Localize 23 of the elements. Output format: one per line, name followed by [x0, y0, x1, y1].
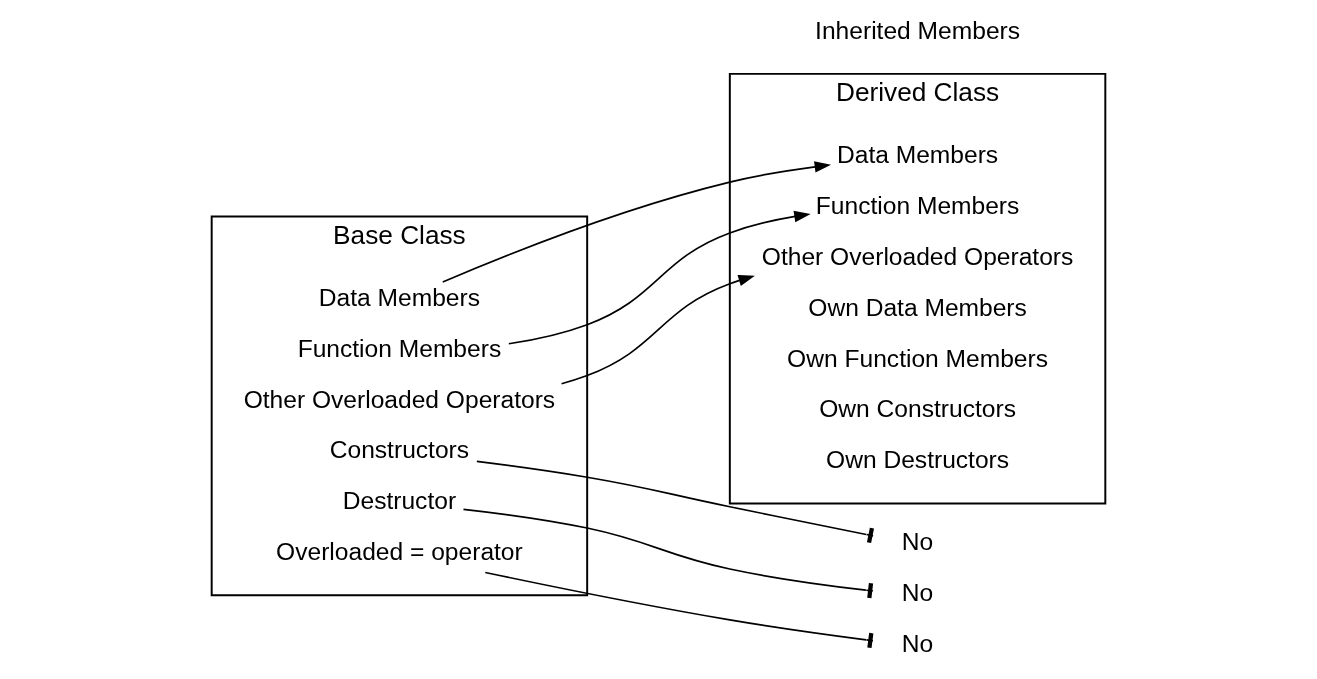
- node-text: No: [901, 528, 934, 556]
- node-text: Other Overloaded Operators: [243, 385, 556, 413]
- arrow: [560, 275, 755, 385]
- node-text: Function Members: [297, 334, 502, 362]
- node-text: Own Data Members: [808, 293, 1027, 321]
- node-text: Own Constructors: [819, 395, 1016, 423]
- node-text: Other Overloaded Operators: [761, 242, 1074, 270]
- node-text: Data Members: [318, 283, 481, 311]
- node-text: Overloaded = operator: [276, 538, 523, 566]
- arrow: [508, 210, 811, 345]
- arrow: [441, 161, 832, 283]
- connector: [462, 508, 874, 599]
- connector: [476, 460, 875, 543]
- node-text: Own Function Members: [787, 344, 1049, 372]
- node-text: Function Members: [815, 192, 1020, 220]
- label: Inherited Members: [815, 16, 1021, 44]
- node-text: Constructors: [329, 436, 470, 464]
- node-text: Data Members: [836, 141, 999, 169]
- node-text: Destructor: [342, 487, 457, 515]
- node-text: No: [901, 629, 934, 657]
- node-text: Own Destructors: [826, 446, 1010, 474]
- connector: [484, 571, 874, 649]
- node-text: No: [901, 579, 934, 607]
